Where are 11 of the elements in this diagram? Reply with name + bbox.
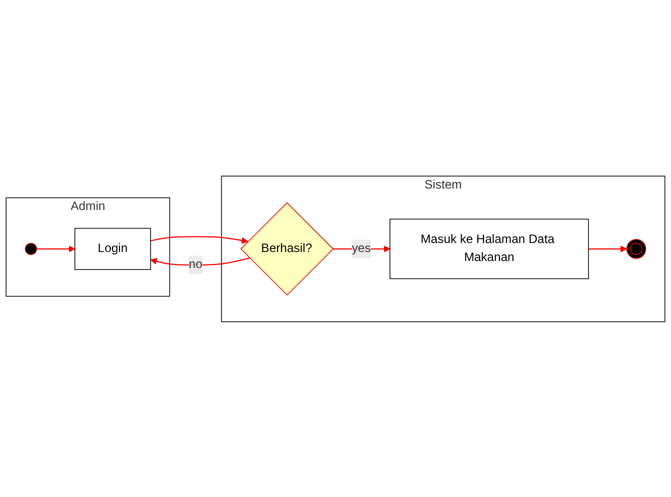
arrow bbox=[150, 236, 248, 244]
edge-label: yes bbox=[352, 242, 371, 255]
arrow bbox=[588, 245, 627, 252]
node-box: Login bbox=[74, 227, 151, 270]
node-box: Masuk ke Halaman Data Makanan bbox=[390, 218, 589, 279]
node-diamond: Berhasil? bbox=[240, 202, 334, 296]
node-circle bbox=[24, 242, 38, 255]
arrow bbox=[150, 257, 250, 266]
arrow bbox=[36, 245, 76, 252]
edge-label: no bbox=[188, 258, 202, 271]
node-bullseye bbox=[626, 238, 646, 258]
